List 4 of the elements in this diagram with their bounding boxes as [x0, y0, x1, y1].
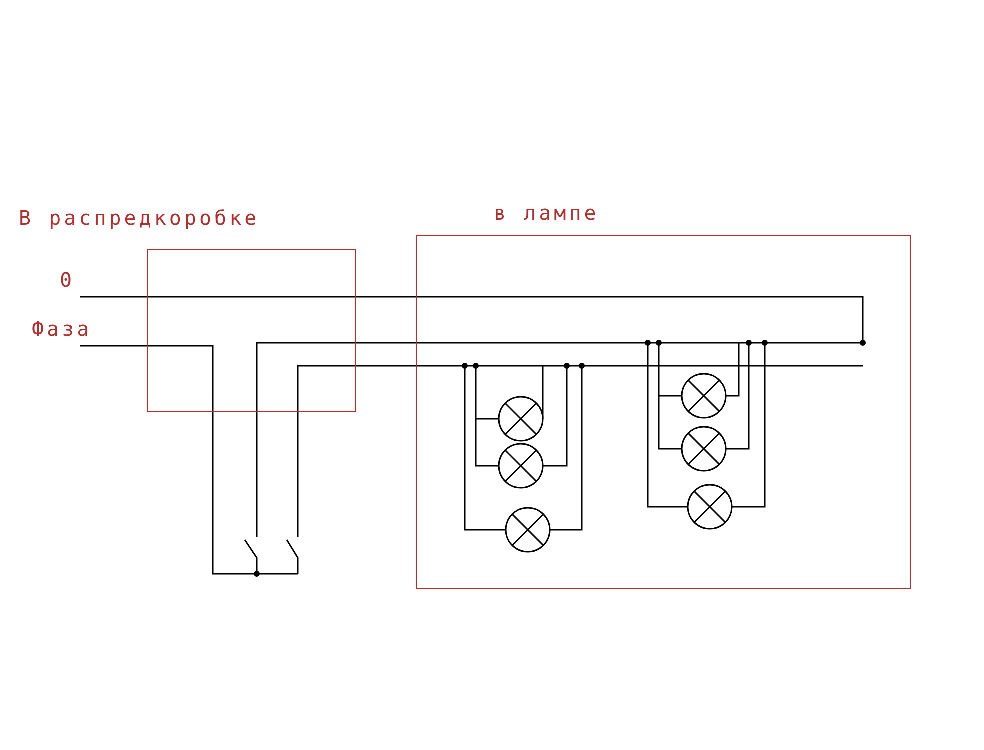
wire-label: 0 [60, 268, 76, 292]
enclosure-heading: в лампе [494, 201, 600, 225]
wire-label: Фаза [32, 317, 92, 341]
enclosure-heading: В распредкоробке [19, 206, 260, 230]
